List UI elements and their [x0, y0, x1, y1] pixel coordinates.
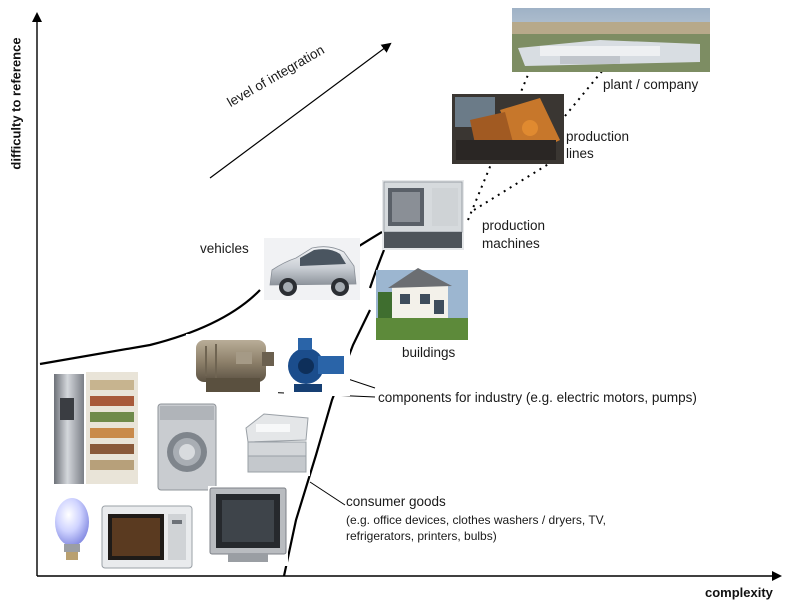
consumer-goods-line2: refrigerators, printers, bulbs)	[346, 529, 497, 543]
components-label: components for industry (e.g. electric m…	[378, 390, 697, 405]
plant-aerial-photo	[512, 8, 710, 72]
consumer-goods-title: consumer goods	[346, 494, 446, 509]
y-axis-label: difficulty to reference	[8, 37, 24, 170]
x-axis-label: complexity	[705, 585, 773, 600]
consumer-goods-line1: (e.g. office devices, clothes washers / …	[346, 513, 606, 527]
consumer-leader-line	[309, 481, 346, 506]
production-lines-label-line1: production	[566, 129, 630, 144]
production-machines-label-line1: production	[482, 218, 546, 233]
printer-photo	[242, 412, 310, 476]
buildings-label: buildings	[402, 345, 456, 360]
dotted-connector-right	[473, 159, 556, 211]
vehicle-car-photo	[264, 238, 360, 300]
building-house-photo	[376, 268, 468, 340]
dotted-connector-top	[564, 69, 604, 117]
electric-motor-photo	[186, 334, 278, 398]
television-photo	[208, 486, 288, 566]
integration-arrow	[209, 42, 392, 179]
boundary-curve-buildings	[368, 249, 386, 289]
microwave-photo	[101, 505, 193, 569]
production-machines-label-line2: machines	[482, 236, 540, 251]
refrigerator-photo	[52, 370, 144, 488]
pump-photo	[284, 334, 350, 396]
washing-machine-photo	[157, 403, 217, 491]
boundary-curve-upper	[39, 289, 261, 366]
boundary-curve-lower	[282, 309, 371, 577]
vehicles-label: vehicles	[200, 241, 249, 256]
plant-label: plant / company	[603, 77, 699, 92]
production-machine-photo	[382, 180, 464, 250]
production-lines-label-line2: lines	[566, 146, 594, 161]
production-line-photo	[452, 94, 564, 164]
light-bulb-photo	[55, 498, 89, 560]
